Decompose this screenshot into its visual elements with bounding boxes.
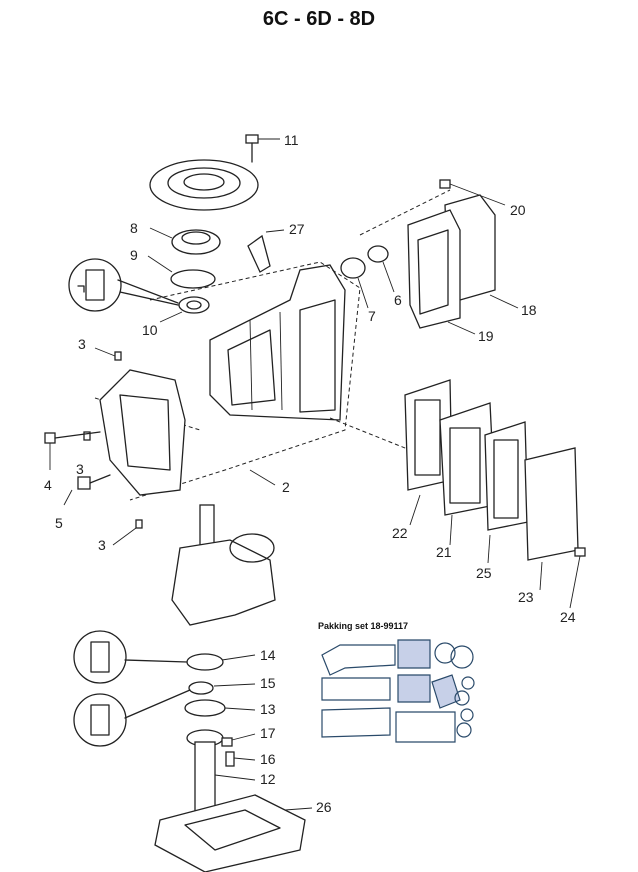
part-20-bolt [439, 179, 506, 206]
callout-18: 18 [521, 302, 537, 318]
callout-17: 17 [260, 725, 276, 741]
callout-2: 2 [282, 479, 290, 495]
gasket-set-inset: Pakking set 18-99117 [318, 621, 475, 743]
callout-25: 25 [476, 565, 492, 581]
part-6-7-thermostat [340, 245, 395, 309]
diagram-title: 6C - 6D - 8D [262, 8, 376, 30]
callout-5: 5 [55, 515, 63, 531]
callout-20: 20 [510, 202, 526, 218]
callout-27: 27 [289, 221, 305, 237]
part-12-13-16-17 [184, 699, 256, 813]
cylinder-block [209, 264, 346, 421]
callout-7: 7 [368, 308, 376, 324]
seal-detail-top [68, 258, 179, 312]
callout-11: 11 [284, 132, 299, 148]
callout-14: 14 [260, 647, 276, 663]
callout-3-top: 3 [78, 336, 86, 352]
part-3-4-5-hardware [44, 347, 143, 546]
callout-4: 4 [44, 477, 52, 493]
callout-8: 8 [130, 220, 138, 236]
part-10-seal [159, 296, 210, 323]
callout-26: 26 [316, 799, 332, 815]
callout-3-mid: 3 [76, 461, 84, 477]
callout-13: 13 [260, 701, 276, 717]
part-11-bolt [245, 134, 280, 163]
part-9-oring [147, 255, 216, 289]
crankcase [99, 369, 276, 496]
callout-19: 19 [478, 328, 494, 344]
bottom-seals [73, 630, 256, 747]
callout-15: 15 [260, 675, 276, 691]
inset-label: Pakking set 18-99117 [318, 621, 408, 631]
gasket-set-22-21-25-23 [404, 379, 586, 609]
callout-16: 16 [260, 751, 276, 767]
callout-12: 12 [260, 771, 276, 787]
callout-10: 10 [142, 322, 158, 338]
callout-6: 6 [394, 292, 402, 308]
part-8-housing [149, 227, 221, 255]
callout-24: 24 [560, 609, 576, 625]
part-26-gasket [154, 794, 313, 872]
callout-9: 9 [130, 247, 138, 263]
top-cover-plate [149, 159, 259, 211]
part-18-19-cover [407, 194, 519, 335]
part-27-spark-plug [247, 229, 285, 273]
callout-22: 22 [392, 525, 408, 541]
callout-23: 23 [518, 589, 534, 605]
callout-3-bottom: 3 [98, 537, 106, 553]
callout-21: 21 [436, 544, 452, 560]
crankshaft [171, 504, 276, 626]
